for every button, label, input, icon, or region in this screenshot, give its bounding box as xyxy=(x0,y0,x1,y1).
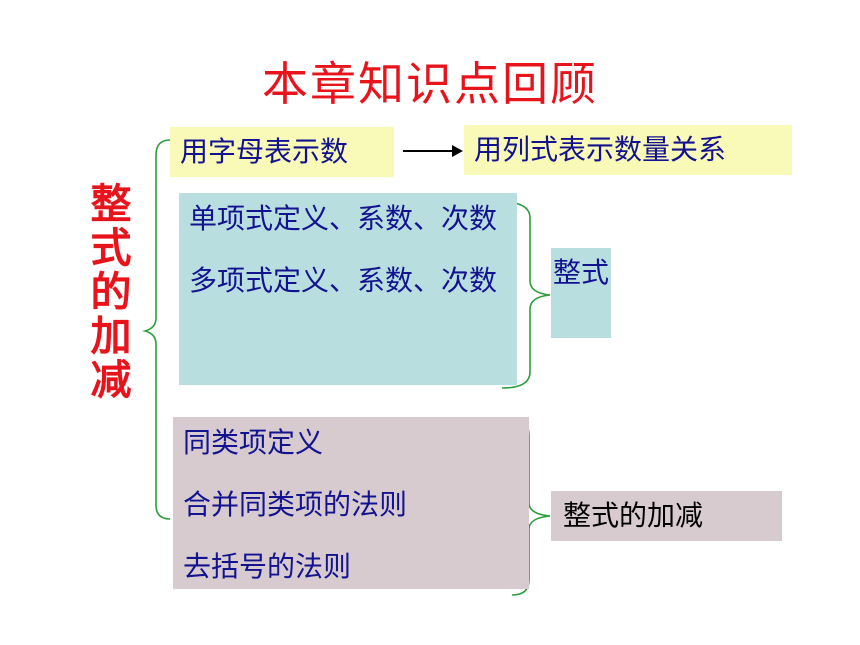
node-expressions: 用列式表示数量关系 xyxy=(464,125,792,175)
node-add-sub: 整式的加减 xyxy=(551,491,782,541)
node-combine-rule: 合并同类项的法则 xyxy=(183,488,408,521)
main-brace xyxy=(141,139,171,520)
node-bracket-rule: 去括号的法则 xyxy=(183,550,352,583)
page-title: 本章知识点回顾 xyxy=(262,57,598,111)
node-integral: 整式 xyxy=(551,248,611,338)
node-polynomial: 多项式定义、系数、次数 xyxy=(189,264,498,297)
node-like-terms: 同类项定义 xyxy=(183,426,324,459)
node-group-integral: 单项式定义、系数、次数 多项式定义、系数、次数 xyxy=(179,193,517,385)
arrow-head xyxy=(452,145,463,157)
node-monomial: 单项式定义、系数、次数 xyxy=(189,202,498,235)
node-group-add-sub: 同类项定义 合并同类项的法则 去括号的法则 xyxy=(173,417,529,589)
side-title: 整式的加减 xyxy=(90,180,132,404)
teal-brace xyxy=(501,201,551,389)
node-letters: 用字母表示数 xyxy=(170,127,394,177)
